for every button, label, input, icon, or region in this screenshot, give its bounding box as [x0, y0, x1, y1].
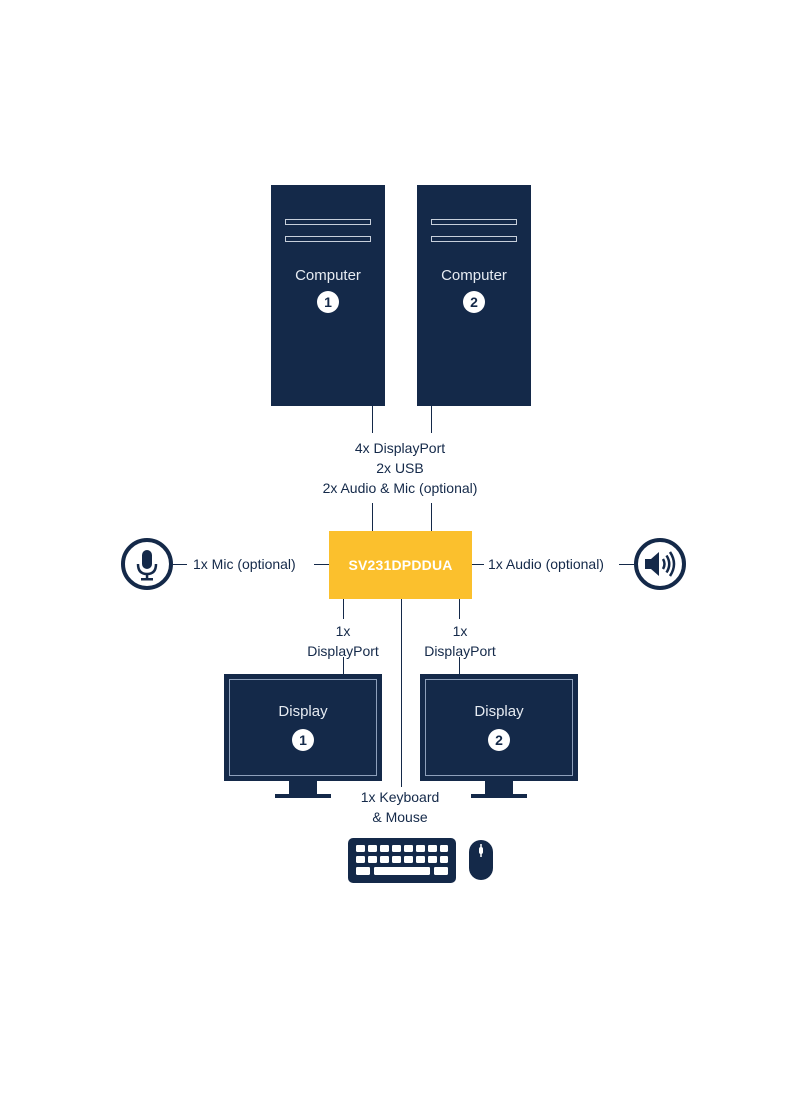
computer-2-number-badge: 2: [463, 291, 485, 313]
computer-1-label: Computer: [295, 267, 361, 284]
mouse-icon: [469, 840, 493, 885]
connector-line: [372, 406, 373, 433]
display-2-label: Display: [474, 703, 524, 720]
display-1-stand: [289, 781, 317, 794]
display-1-link-line-2: DisplayPort: [307, 643, 379, 659]
connector-line: [459, 599, 460, 619]
connector-line: [431, 406, 432, 433]
display-2-screen: [425, 679, 573, 776]
connector-line: [619, 564, 634, 565]
computer-link-label: 4x DisplayPort 2x USB 2x Audio & Mic (op…: [250, 438, 550, 498]
display-1-link-label: 1x DisplayPort: [283, 621, 403, 661]
connector-line: [431, 503, 432, 531]
display-1-link-line-1: 1x: [335, 623, 351, 639]
connector-line: [314, 564, 329, 565]
drive-bay: [285, 219, 371, 225]
computer-link-line-3: 2x Audio & Mic (optional): [322, 480, 478, 496]
display-2-link-line-2: DisplayPort: [424, 643, 496, 659]
peripherals-line-2: & Mouse: [372, 809, 428, 825]
kvm-switch: SV231DPDDUA: [329, 531, 472, 599]
display-2: Display 2: [420, 674, 578, 781]
connector-line: [372, 503, 373, 531]
display-1: Display 1: [224, 674, 382, 781]
peripherals-line-1: 1x Keyboard: [360, 789, 440, 805]
computer-link-line-2: 2x USB: [376, 460, 424, 476]
connector-line: [459, 657, 460, 674]
drive-bay: [285, 236, 371, 242]
display-2-link-line-1: 1x: [452, 623, 468, 639]
display-1-number-badge: 1: [292, 729, 314, 751]
display-1-base: [275, 794, 331, 798]
display-2-link-label: 1x DisplayPort: [400, 621, 520, 661]
display-2-base: [471, 794, 527, 798]
computer-link-line-1: 4x DisplayPort: [354, 440, 446, 456]
drive-bay: [431, 236, 517, 242]
connector-line: [343, 599, 344, 619]
display-1-label: Display: [278, 703, 328, 720]
peripherals-label: 1x Keyboard & Mouse: [330, 787, 470, 827]
computer-2: Computer 2: [417, 185, 531, 406]
connector-line: [343, 657, 344, 674]
mic-label: 1x Mic (optional): [193, 556, 296, 572]
connector-line: [472, 564, 484, 565]
display-1-screen: [229, 679, 377, 776]
drive-bay: [431, 219, 517, 225]
speaker-icon: [634, 538, 686, 590]
switch-model-label: SV231DPDDUA: [348, 557, 453, 573]
display-2-stand: [485, 781, 513, 794]
keyboard-icon: [348, 838, 456, 888]
audio-label: 1x Audio (optional): [488, 556, 604, 572]
microphone-icon: [121, 538, 173, 590]
computer-2-label: Computer: [441, 267, 507, 284]
connector-line: [173, 564, 187, 565]
display-2-number-badge: 2: [488, 729, 510, 751]
computer-1-number-badge: 1: [317, 291, 339, 313]
connector-line: [401, 599, 402, 787]
computer-1: Computer 1: [271, 185, 385, 406]
